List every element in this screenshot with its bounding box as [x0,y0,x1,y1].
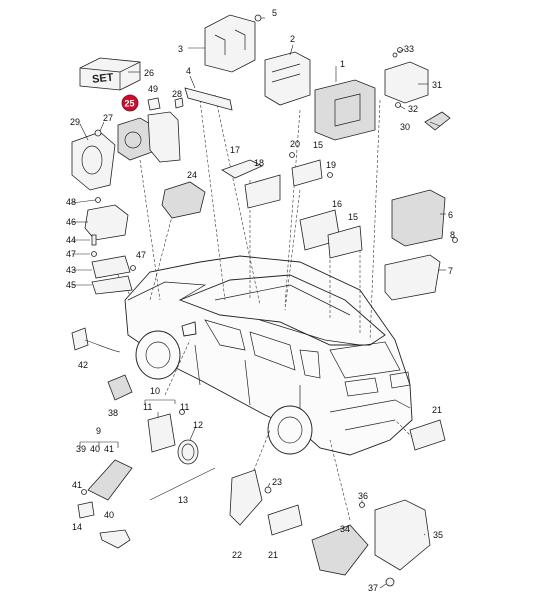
module-2 [264,51,311,106]
callout-43: 43 [66,265,76,275]
callout-45: 45 [66,280,76,290]
callout-leaders [71,44,446,589]
callout-7: 7 [448,266,453,276]
callout-16: 16 [332,199,342,209]
callout-9: 9 [96,426,101,436]
callout-39: 39 [76,444,86,454]
callout-25: 25 [125,99,135,109]
callout-30: 30 [400,122,410,132]
callout-44: 44 [66,235,76,245]
module-31 [384,61,429,104]
bracket-3 [204,14,256,73]
callout-33: 33 [404,44,414,54]
callout-25-highlighted[interactable]: 25 [121,94,139,112]
callout-26: 26 [144,68,154,78]
set-label: SET [92,72,115,86]
set-box: SET [79,57,141,91]
component-parts: SET [71,14,458,587]
callout-20: 20 [290,139,300,149]
control-unit-1 [314,79,376,141]
callout-40-b: 40 [104,510,114,520]
callout-3: 3 [178,44,183,54]
callout-36: 36 [358,491,368,501]
callout-42: 42 [78,360,88,370]
unit-6 [391,189,446,247]
callout-23: 23 [272,477,282,487]
callout-19: 19 [326,160,336,170]
callout-17: 17 [230,145,240,155]
callout-38: 38 [108,408,118,418]
callout-34: 34 [340,524,350,534]
callout-46: 46 [66,217,76,227]
callout-21-a: 21 [432,405,442,415]
callout-24: 24 [187,170,197,180]
sensor-24 [161,181,206,219]
callout-35: 35 [433,530,443,540]
callout-15-b: 15 [348,212,358,222]
callout-21-b: 21 [268,550,278,560]
callout-47-a: 47 [66,249,76,259]
callout-27: 27 [103,113,113,123]
callout-40-a: 40 [90,444,100,454]
key-30 [424,111,451,131]
callout-41-b: 41 [72,480,82,490]
callout-28: 28 [172,89,182,99]
callout-8: 8 [450,230,455,240]
callout-37: 37 [368,583,378,593]
callout-4: 4 [186,66,191,76]
callouts: 1 2 3 4 5 6 7 8 9 10 11 11 12 13 14 15 1… [66,8,455,593]
callout-49: 49 [148,84,158,94]
callout-48: 48 [66,197,76,207]
callout-41-a: 41 [104,444,114,454]
callout-18: 18 [254,158,264,168]
callout-47-b: 47 [136,250,146,260]
callout-6: 6 [448,210,453,220]
callout-29: 29 [70,117,80,127]
callout-13: 13 [178,495,188,505]
callout-2: 2 [290,34,295,44]
leader-lines [114,94,421,521]
callout-10: 10 [150,386,160,396]
callout-15-a: 15 [313,140,323,150]
callout-31: 31 [432,80,442,90]
callout-11-b: 11 [180,402,189,412]
callout-11-a: 11 [143,402,152,412]
callout-14: 14 [72,522,82,532]
callout-1: 1 [340,59,345,69]
callout-5: 5 [272,8,277,18]
callout-12: 12 [193,420,203,430]
remote-key-9 [87,459,133,501]
callout-32: 32 [408,104,418,114]
callout-22: 22 [232,550,242,560]
camera-25 [117,111,181,163]
cover-29 [71,131,116,191]
